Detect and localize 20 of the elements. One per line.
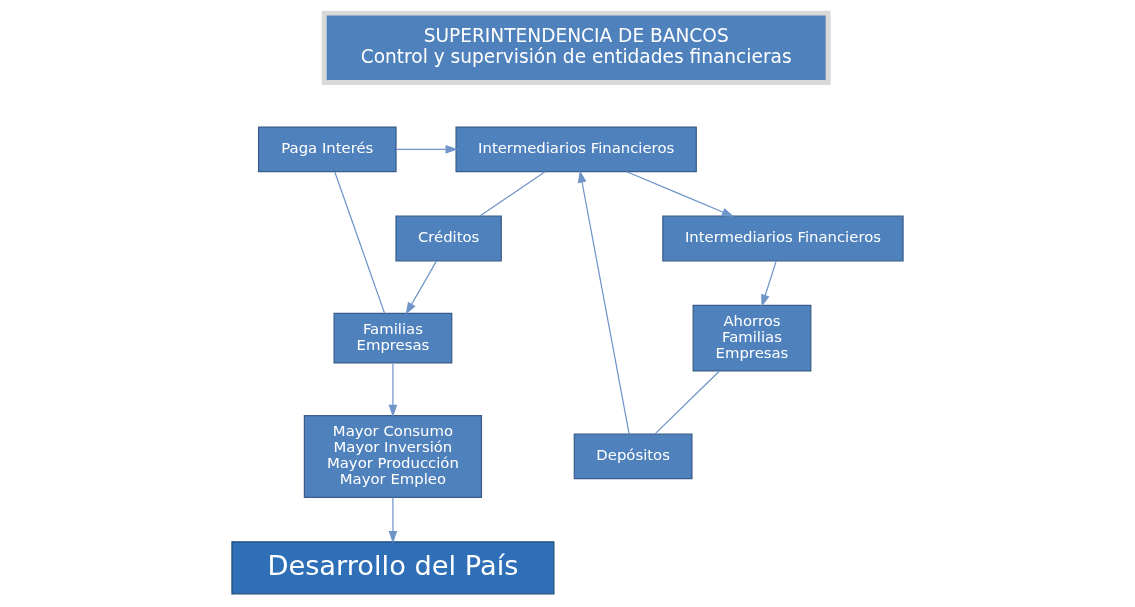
arrow bbox=[577, 170, 630, 435]
node-box: Ahorros Familias Empresas bbox=[692, 304, 812, 372]
node-box: Intermediarios Financieros bbox=[662, 215, 904, 262]
node-box: Paga Interés bbox=[257, 126, 397, 173]
connector bbox=[654, 370, 721, 435]
arrow bbox=[388, 362, 398, 418]
arrow bbox=[395, 145, 458, 154]
node-box: Intermediarios Financieros bbox=[455, 126, 697, 173]
node-box: Depósitos bbox=[573, 433, 693, 480]
node-box: Desarrollo del País bbox=[231, 541, 555, 595]
node-box: Mayor Consumo Mayor Inversión Mayor Producción Mayor Empleo bbox=[303, 414, 483, 498]
node-box: Créditos bbox=[395, 215, 502, 262]
arrow bbox=[761, 260, 777, 307]
node-box: Familias Empresas bbox=[333, 312, 453, 364]
connector bbox=[334, 171, 386, 314]
node-box: SUPERINTENDENCIA DE BANCOS Control y supervisión de entidades financieras bbox=[321, 10, 831, 85]
arrow bbox=[388, 497, 398, 544]
arrow bbox=[626, 171, 735, 217]
connector bbox=[479, 171, 546, 217]
arrow bbox=[405, 260, 438, 315]
